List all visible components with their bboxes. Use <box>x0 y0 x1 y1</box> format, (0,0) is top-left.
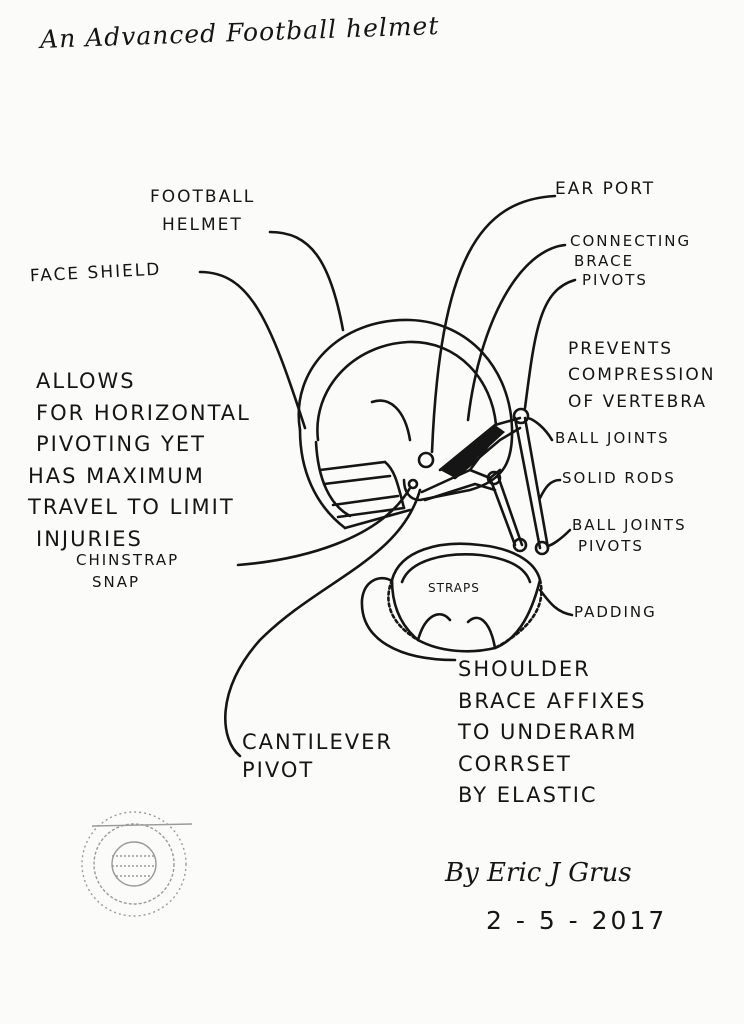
seal-stamp <box>81 811 193 917</box>
leader-ear-port <box>430 194 557 454</box>
leader-connecting-brace <box>466 243 567 422</box>
face-shield-bar <box>318 460 387 472</box>
face-shield-bar <box>331 494 400 507</box>
ball-joint <box>512 537 528 553</box>
face-opening <box>298 428 347 530</box>
solid-rod <box>513 416 542 550</box>
label-padding: PADDING <box>574 603 657 621</box>
date: 2 - 5 - 2017 <box>486 906 668 935</box>
ball-joint <box>534 540 550 556</box>
leader-chinstrap-snap <box>236 486 412 567</box>
helmet-inner-line <box>316 340 498 442</box>
label-ear-port: EAR PORT <box>555 179 656 199</box>
label-ball-joints: BALL JOINTS <box>555 429 670 447</box>
label-shoulder-brace: SHOULDER BRACE AFFIXES TO UNDERARM CORRS… <box>458 657 647 807</box>
leader-ball-joints <box>526 416 554 442</box>
ball-joint <box>486 470 502 486</box>
label-cantilever-pivot: CANTILEVER PIVOT <box>242 730 393 783</box>
label-prevents-compression: PREVENTS COMPRESSION OF VERTEBRA <box>568 339 716 412</box>
label-chinstrap-snap: CHINSTRAP SNAP <box>76 551 180 591</box>
strap <box>416 613 452 642</box>
label-ball-joints-pivots: BALL JOINTS PIVOTS <box>572 516 687 555</box>
solid-rod <box>488 476 517 547</box>
leader-connecting-brace-2 <box>523 278 577 410</box>
signature: By Eric J Grus <box>445 858 632 888</box>
leader-shoulder-brace <box>360 576 457 662</box>
ball-joint <box>512 407 530 425</box>
label-allows-horizontal: ALLOWS FOR HORIZONTAL PIVOTING YET HAS M… <box>28 369 251 551</box>
leader-face-shield <box>198 270 307 430</box>
pivot-shading <box>440 425 505 478</box>
label-connecting-brace-pivots: CONNECTING BRACE PIVOTS <box>570 232 692 289</box>
shoulder-brace <box>390 542 542 653</box>
leader-football-helmet <box>268 230 345 332</box>
leader-solid-rods <box>538 478 562 500</box>
chinstrap-snap <box>407 478 419 490</box>
label-solid-rods: SOLID RODS <box>562 469 676 487</box>
ear-port <box>417 451 435 469</box>
leader-ball-joints-pivots <box>546 528 572 548</box>
label-football-helmet: FOOTBALL HELMET <box>150 187 256 235</box>
connecting-brace <box>420 468 502 494</box>
leader-padding <box>538 588 574 617</box>
padding <box>387 578 420 642</box>
helmet-shell <box>297 318 514 502</box>
leader-cantilever-pivot <box>224 488 422 758</box>
label-straps: STRAPS <box>428 581 480 595</box>
